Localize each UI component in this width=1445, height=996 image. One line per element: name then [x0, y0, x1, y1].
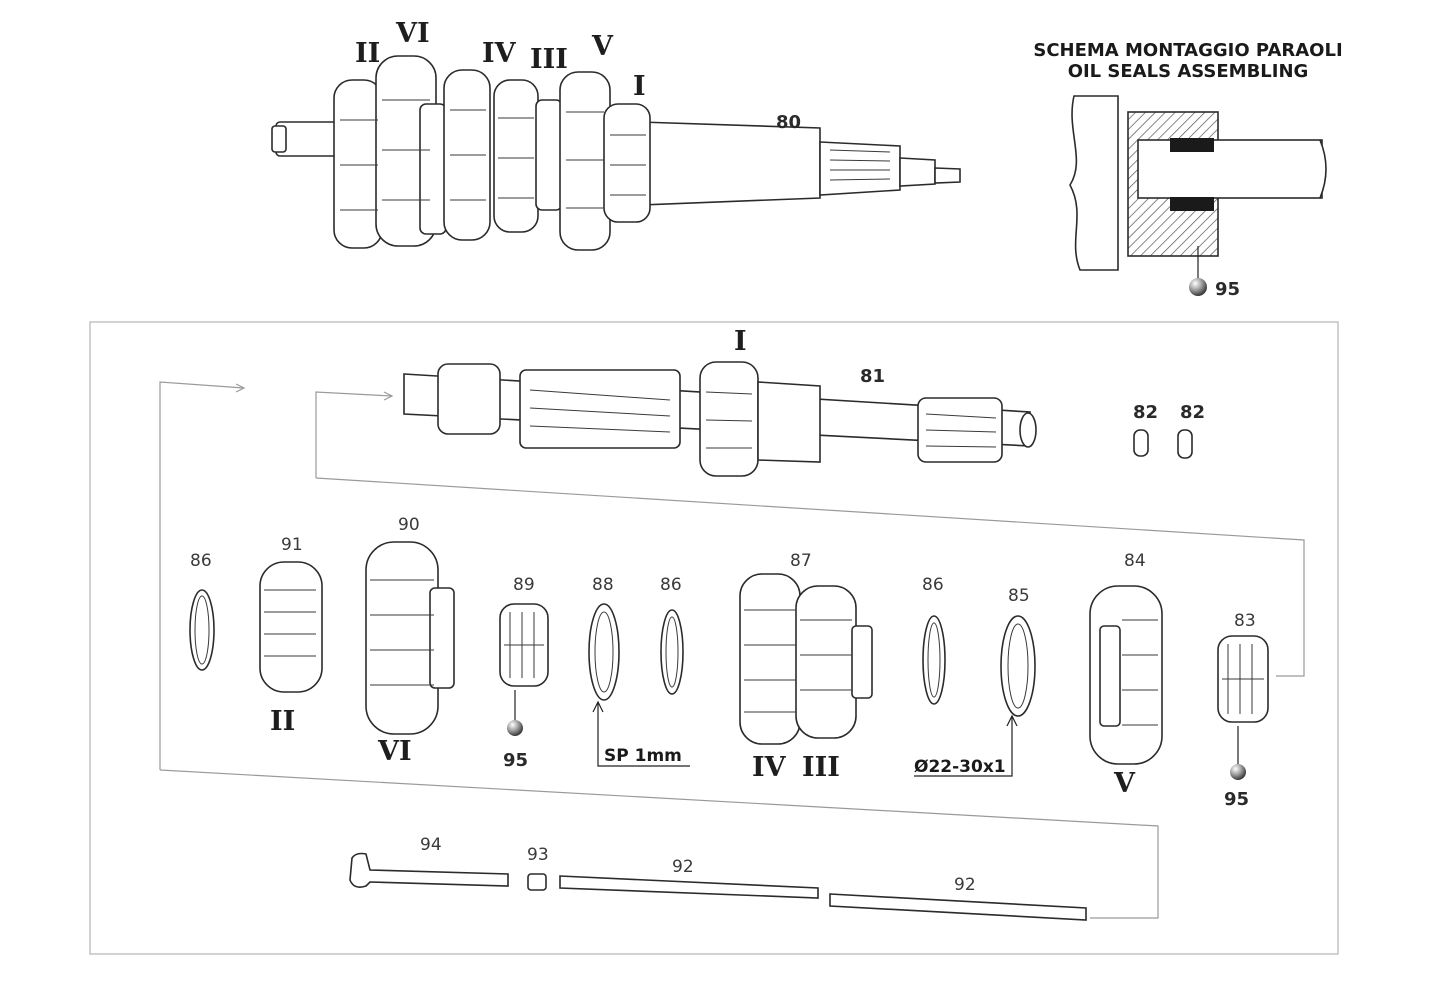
gear-label-v: V — [1113, 768, 1136, 799]
gear-label-vi: VI — [377, 736, 412, 767]
part-80-label: 80 — [776, 112, 801, 133]
part-85-label: 85 — [1008, 586, 1030, 606]
gear-90-sixth: 90 VI — [365, 515, 455, 767]
gear-84-fifth: 84 V — [1089, 551, 1163, 799]
part-82-label-a: 82 — [1133, 402, 1158, 423]
part-92-label-a: 92 — [672, 857, 694, 877]
part-87-label: 87 — [790, 551, 812, 571]
part-92-label-b: 92 — [954, 875, 976, 895]
part-94-label: 94 — [420, 835, 442, 855]
shaft-label-i: I — [734, 326, 747, 357]
ball-95-mid — [507, 720, 523, 736]
circlip-86-c: 86 — [922, 575, 946, 705]
top-label-ii: II — [355, 38, 380, 69]
part-93-label: 93 — [527, 845, 549, 865]
ball-95-right — [1230, 764, 1246, 780]
part-86-label-c: 86 — [922, 575, 944, 595]
schema-title-it: SCHEMA MONTAGGIO PARAOLI — [1033, 40, 1342, 61]
part-95-label-right: 95 — [1224, 789, 1249, 810]
rods-92-93-94: 94 93 92 92 — [349, 835, 1087, 921]
gear-91-second: 91 II — [259, 535, 323, 737]
part-81-label: 81 — [860, 366, 885, 387]
secondary-shaft-81: I 81 — [403, 326, 1037, 477]
washer-85: 85 Ø22-30x1 — [914, 586, 1036, 777]
part-95-label-top: 95 — [1215, 279, 1240, 300]
needle-bearing-83: 83 95 — [1217, 611, 1269, 810]
gear-87-fourth-third: 87 IV III — [739, 551, 873, 783]
gear-label-iv: IV — [752, 752, 787, 783]
callout-lines — [159, 381, 1305, 919]
top-label-i: I — [633, 71, 646, 102]
part-91-label: 91 — [281, 535, 303, 555]
part-82-label-b: 82 — [1180, 402, 1205, 423]
part-88-label: 88 — [592, 575, 614, 595]
gear-label-iii: III — [802, 752, 840, 783]
main-shaft-assembly-80 — [271, 55, 961, 251]
circlip-86-a: 86 — [189, 551, 215, 671]
bushings-82: 82 82 — [1133, 402, 1205, 459]
shim-note: SP 1mm — [604, 746, 682, 766]
gear-label-ii: II — [270, 706, 295, 737]
exploded-view-frame — [89, 321, 1339, 955]
top-gear-labels: II VI IV III V I 80 — [355, 18, 801, 133]
part-89-label: 89 — [513, 575, 535, 595]
oil-seal-schema: SCHEMA MONTAGGIO PARAOLI OIL SEALS ASSEM… — [1033, 40, 1342, 300]
needle-bearing-89: 89 95 — [499, 575, 549, 771]
circlip-86-b: 86 — [660, 575, 684, 695]
top-label-iii: III — [530, 44, 568, 75]
shim-88: 88 SP 1mm — [588, 575, 690, 767]
part-83-label: 83 — [1234, 611, 1256, 631]
part-84-label: 84 — [1124, 551, 1146, 571]
part-90-label: 90 — [398, 515, 420, 535]
top-label-vi: VI — [395, 18, 430, 49]
part-86-label-a: 86 — [190, 551, 212, 571]
washer-note: Ø22-30x1 — [914, 757, 1006, 777]
top-label-iv: IV — [482, 38, 517, 69]
top-label-v: V — [591, 31, 614, 62]
schema-title-en: OIL SEALS ASSEMBLING — [1068, 61, 1309, 82]
part-95-label-mid: 95 — [503, 750, 528, 771]
part-86-label-b: 86 — [660, 575, 682, 595]
ball-95-top — [1189, 278, 1207, 296]
